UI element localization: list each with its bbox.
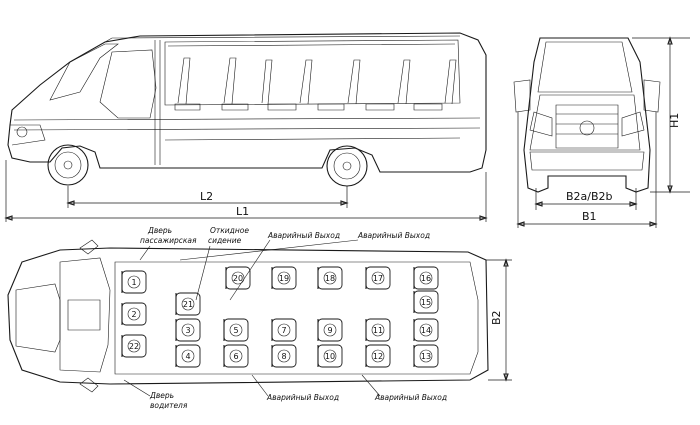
note-folding-seat-2: сидение [208, 236, 242, 245]
seat-number-circle-1 [127, 275, 141, 289]
note-passenger-door-2: пассажирская [140, 236, 197, 245]
note-emergency-exit-bottom-right: Аварийный Выход [374, 393, 447, 402]
seat-number-circle-2 [127, 307, 141, 321]
seat-number-9: 9 [327, 326, 332, 335]
dim-B1-label: B1 [582, 210, 597, 223]
seat-number-13: 13 [421, 352, 431, 361]
seat-number-circle-10 [323, 349, 337, 363]
seat-number-circle-9 [323, 323, 337, 337]
dim-B2-label: B2 [490, 310, 503, 325]
rear-wheel [326, 145, 368, 187]
seat-number-15: 15 [421, 298, 431, 307]
note-driver-door-1: Дверь [149, 391, 174, 400]
seat-number-circle-13 [419, 349, 433, 363]
seat-number-1: 1 [131, 278, 136, 287]
seat-number-circle-19 [277, 271, 291, 285]
seat-number-14: 14 [421, 326, 431, 335]
side-view: L2 L1 [4, 32, 488, 222]
seat-number-circle-12 [371, 349, 385, 363]
seat-number-6: 6 [233, 352, 238, 361]
seat-number-circle-18 [323, 271, 337, 285]
seat-number-circle-22 [127, 339, 141, 353]
seat-number-circle-14 [419, 323, 433, 337]
seat-number-circle-4 [181, 349, 195, 363]
seat-number-21: 21 [183, 300, 193, 309]
seat-number-circle-16 [419, 271, 433, 285]
front-view: H1 B2a/B2b B1 [513, 36, 690, 228]
seat-number-circle-21 [181, 297, 195, 311]
seat-number-circle-5 [229, 323, 243, 337]
note-emergency-exit-top-left: Аварийный Выход [267, 231, 340, 240]
seat-number-4: 4 [185, 352, 190, 361]
note-emergency-exit-bottom-left: Аварийный Выход [266, 393, 339, 402]
seat-number-20: 20 [233, 274, 243, 283]
seat-number-circle-8 [277, 349, 291, 363]
seat-number-circle-17 [371, 271, 385, 285]
seat-number-10: 10 [325, 352, 335, 361]
front-wheel [47, 144, 89, 186]
note-driver-door-2: водителя [150, 401, 188, 410]
seat-number-22: 22 [129, 342, 139, 351]
annotations: Дверь пассажирская Откидное сидение Авар… [123, 226, 447, 410]
seat-number-16: 16 [421, 274, 431, 283]
note-emergency-exit-top-right: Аварийный Выход [357, 231, 430, 240]
dim-L2-label: L2 [200, 190, 213, 203]
seat-number-circle-3 [181, 323, 195, 337]
note-folding-seat-1: Откидное [210, 226, 249, 235]
vw-logo-icon [579, 120, 595, 136]
seat-number-8: 8 [281, 352, 286, 361]
seat-number-2: 2 [131, 310, 136, 319]
seat-number-19: 19 [279, 274, 289, 283]
seat-number-12: 12 [373, 352, 383, 361]
seat-number-circle-15 [419, 295, 433, 309]
seat-number-5: 5 [233, 326, 238, 335]
top-view: B2 [7, 239, 512, 393]
seat-number-18: 18 [325, 274, 335, 283]
dim-H1-label: H1 [668, 113, 681, 128]
seat-number-circle-6 [229, 349, 243, 363]
seat-number-11: 11 [373, 326, 383, 335]
note-passenger-door-1: Дверь [147, 226, 172, 235]
dim-B2ab-label: B2a/B2b [566, 190, 613, 203]
seat-number-7: 7 [281, 326, 286, 335]
dim-L1-label: L1 [236, 205, 249, 218]
seat-number-circle-7 [277, 323, 291, 337]
seat-number-circle-20 [231, 271, 245, 285]
seat-number-circle-11 [371, 323, 385, 337]
seat-number-17: 17 [373, 274, 383, 283]
seat-number-3: 3 [185, 326, 190, 335]
side-seats [174, 57, 457, 111]
